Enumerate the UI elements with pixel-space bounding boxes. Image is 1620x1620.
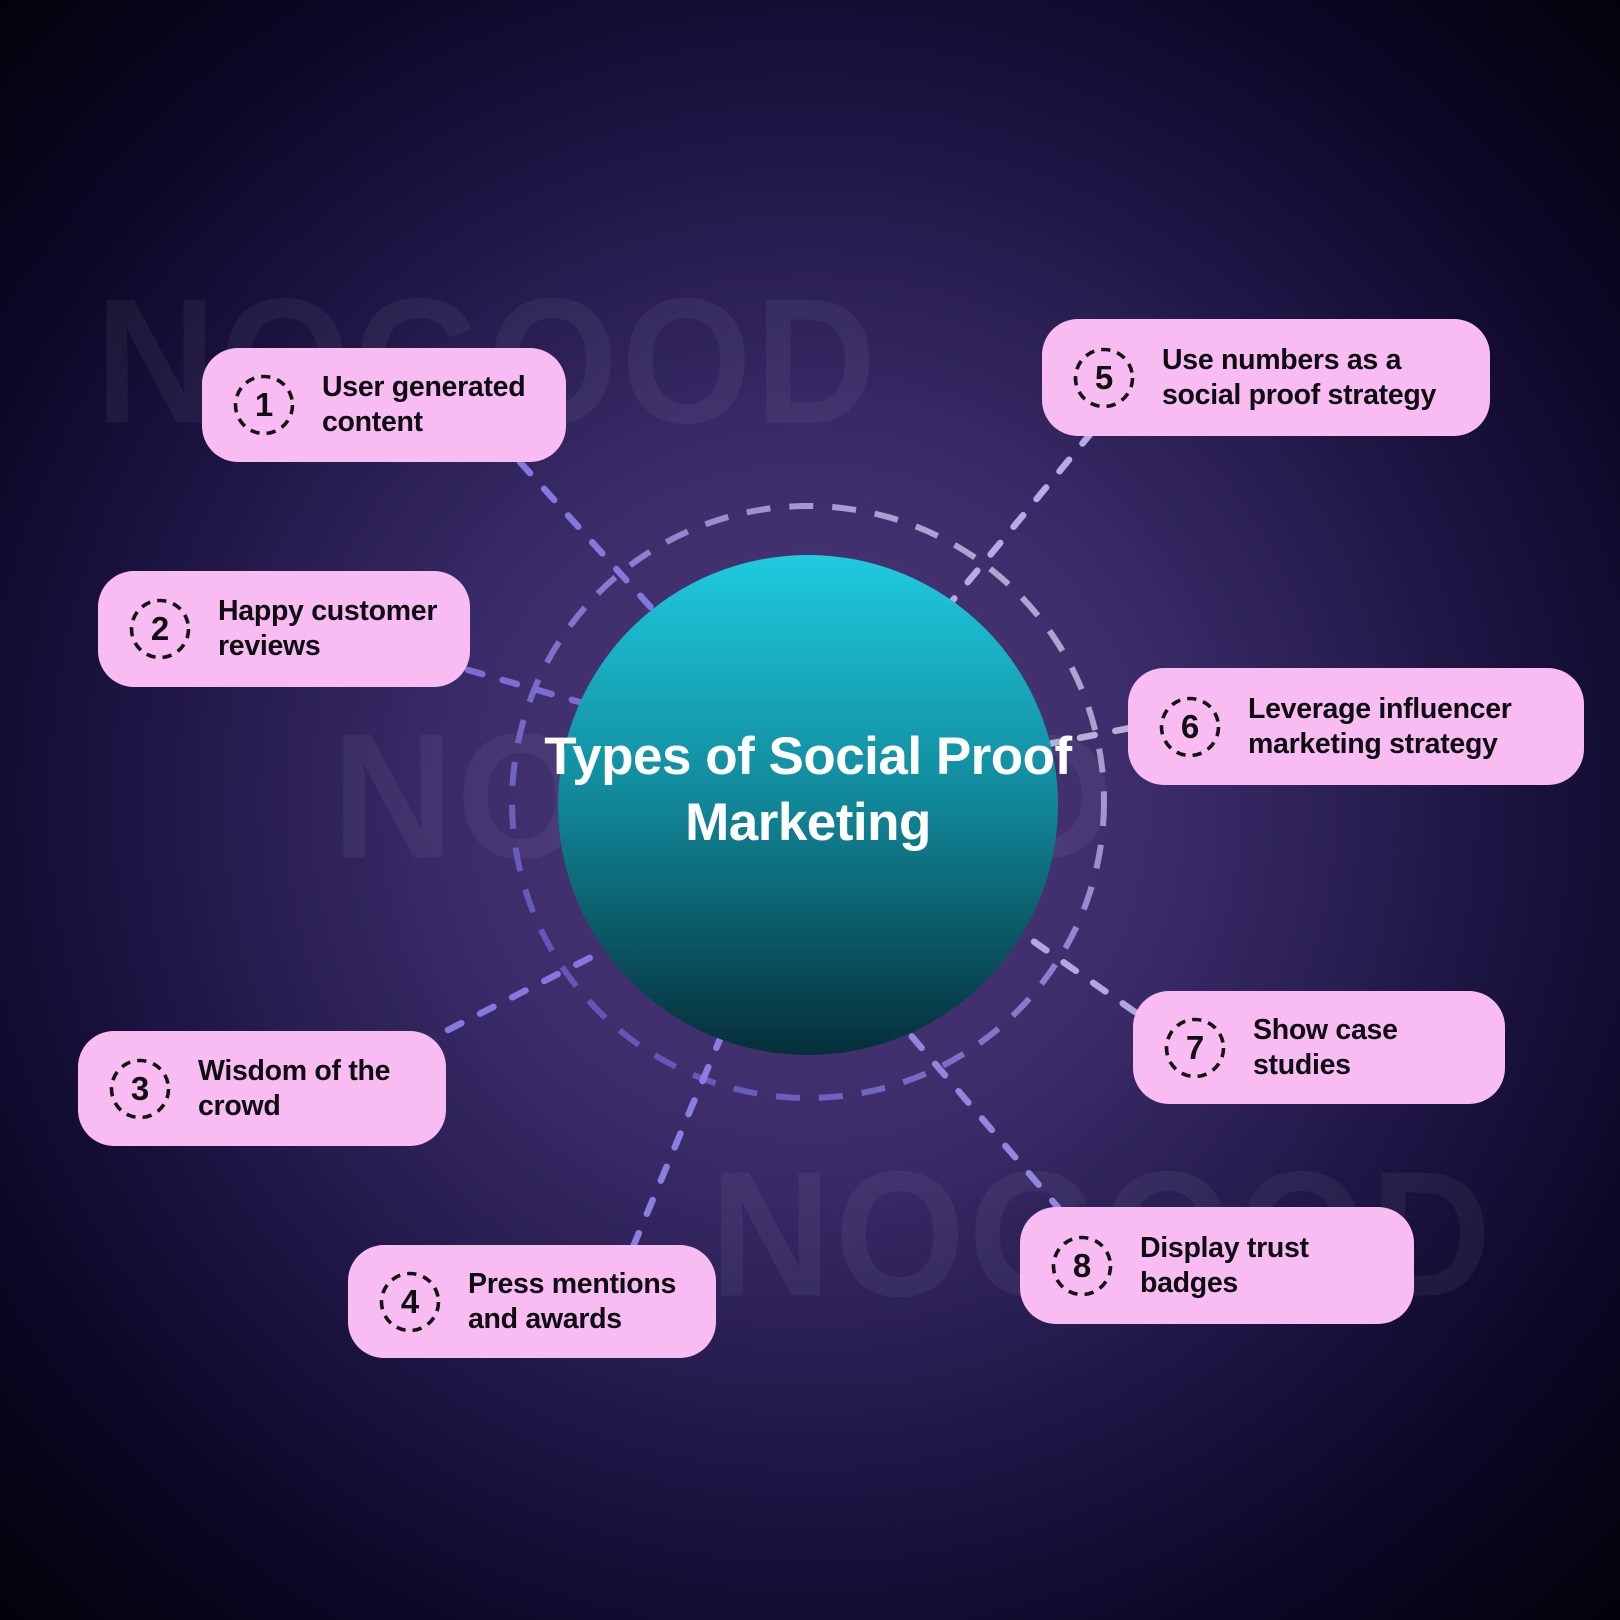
item-number: 6 [1180,707,1200,745]
item-number-badge: 2 [128,597,192,661]
item-number-badge: 3 [108,1057,172,1121]
item-number: 7 [1185,1028,1205,1066]
item-label: Wisdom of the crowd [198,1054,391,1122]
item-label: Leverage influencer marketing strategy [1248,692,1512,760]
item-number-badge: 6 [1158,695,1222,759]
item-number: 5 [1094,358,1114,396]
dashed-circle-icon [1073,347,1135,408]
item-label: Use numbers as a social proof strategy [1162,343,1437,411]
connector-line-2 [464,666,604,712]
dashed-orbit-ring [509,503,1107,1101]
center-circle [558,555,1058,1055]
item-box-7: 7 Show case studies [1133,991,1505,1104]
item-box-8: 8 Display trust badges [1020,1207,1414,1324]
connector-line-5 [944,428,1096,610]
dashed-circle-icon [233,374,295,436]
dashed-circle-icon [129,598,191,660]
item-label: Press mentions and awards [468,1267,677,1335]
dashed-circle-icon [1051,1235,1113,1296]
item-label: Show case studies [1253,1013,1398,1081]
connector-line-8 [904,1028,1066,1216]
item-box-3: 3 Wisdom of the crowd [78,1031,446,1146]
item-label: Happy customer reviews [218,595,438,662]
item-number-badge: 1 [232,373,296,437]
item-number: 3 [130,1069,150,1107]
item-number-badge: 8 [1050,1234,1114,1298]
item-box-4: 4 Press mentions and awards [348,1245,716,1358]
item-box-2: 2 Happy customer reviews [98,571,470,687]
dashed-circle-icon [1159,696,1221,757]
item-box-5: 5 Use numbers as a social proof strategy [1042,319,1490,436]
connector-line-7 [996,914,1139,1016]
connector-line-1 [516,458,659,616]
dashed-circle-icon [1164,1017,1226,1078]
dashed-circle-icon [379,1271,441,1332]
item-number: 4 [400,1282,420,1320]
item-number-badge: 4 [378,1270,442,1334]
item-number-badge: 5 [1072,346,1136,410]
dashed-circle-icon [109,1058,171,1119]
item-number-badge: 7 [1163,1016,1227,1080]
item-label: Display trust badges [1140,1231,1309,1299]
connector-line-4 [629,1004,737,1251]
center-title: Types of Social Proof Marketing [544,727,1072,852]
item-number: 8 [1072,1246,1092,1284]
item-box-1: 1 User generated content [202,348,566,462]
item-label: User generated content [322,371,526,438]
item-number: 2 [150,610,170,647]
connector-line-3 [444,941,619,1034]
item-box-6: 6 Leverage influencer marketing strategy [1128,668,1584,785]
item-number: 1 [254,386,274,423]
